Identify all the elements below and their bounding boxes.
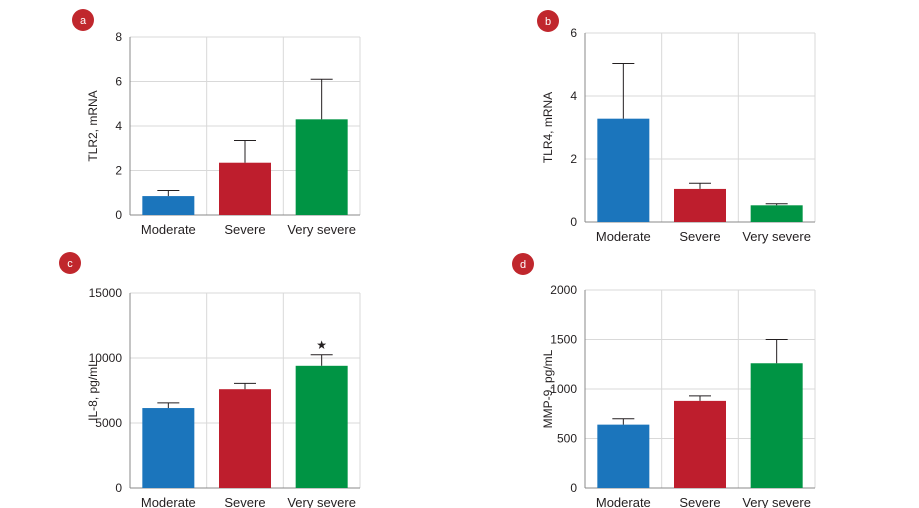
category-label: Moderate	[141, 495, 196, 508]
bar-very-severe	[295, 365, 348, 488]
category-label: Moderate	[596, 229, 651, 244]
panel-letter: c	[67, 258, 73, 270]
bar-very-severe	[295, 119, 348, 215]
y-tick-label: 2	[115, 164, 122, 178]
bar-moderate	[142, 196, 195, 215]
category-label: Moderate	[596, 495, 651, 508]
category-label: Moderate	[141, 222, 196, 237]
panel-letter: d	[520, 259, 526, 271]
panel-badge	[537, 10, 559, 32]
y-axis-label: TLR2, mRNA	[86, 90, 100, 161]
category-label: Severe	[679, 229, 720, 244]
panel-letter: b	[545, 16, 551, 28]
category-label: Severe	[224, 495, 265, 508]
bar-moderate	[142, 408, 195, 488]
y-tick-label: 500	[557, 432, 577, 446]
y-axis-label: IL-8, pg/mL	[86, 360, 100, 421]
category-label: Very severe	[742, 495, 811, 508]
y-tick-label: 2	[570, 152, 577, 166]
panel-letter: a	[80, 15, 87, 27]
y-tick-label: 4	[115, 119, 122, 133]
bar-moderate	[597, 424, 650, 488]
bar-very-severe	[750, 363, 803, 488]
y-tick-label: 0	[570, 215, 577, 229]
category-label: Very severe	[287, 222, 356, 237]
bar-moderate	[597, 118, 650, 222]
y-tick-label: 0	[570, 481, 577, 495]
panel-badge	[59, 252, 81, 274]
panel-badge	[72, 9, 94, 31]
bar-very-severe	[750, 205, 803, 222]
bar-severe	[219, 389, 271, 488]
y-axis-label: MMP-9, pg/mL	[541, 349, 555, 428]
bar-severe	[674, 188, 726, 222]
y-tick-label: 10000	[89, 351, 123, 365]
bar-severe	[674, 400, 726, 488]
category-label: Very severe	[287, 495, 356, 508]
category-label: Very severe	[742, 229, 811, 244]
y-tick-label: 0	[115, 208, 122, 222]
y-tick-label: 4	[570, 89, 577, 103]
significance-star: ★	[316, 338, 327, 352]
y-tick-label: 2000	[550, 283, 577, 297]
y-tick-label: 1500	[550, 333, 577, 347]
y-tick-label: 0	[115, 481, 122, 495]
y-tick-label: 8	[115, 30, 122, 44]
y-tick-label: 15000	[89, 286, 123, 300]
y-tick-label: 6	[570, 26, 577, 40]
bar-severe	[219, 162, 271, 215]
y-tick-label: 6	[115, 75, 122, 89]
panel-badge	[512, 253, 534, 275]
y-tick-label: 1000	[550, 382, 577, 396]
category-label: Severe	[679, 495, 720, 508]
y-tick-label: 5000	[95, 416, 122, 430]
category-label: Severe	[224, 222, 265, 237]
y-axis-label: TLR4, mRNA	[541, 92, 555, 163]
